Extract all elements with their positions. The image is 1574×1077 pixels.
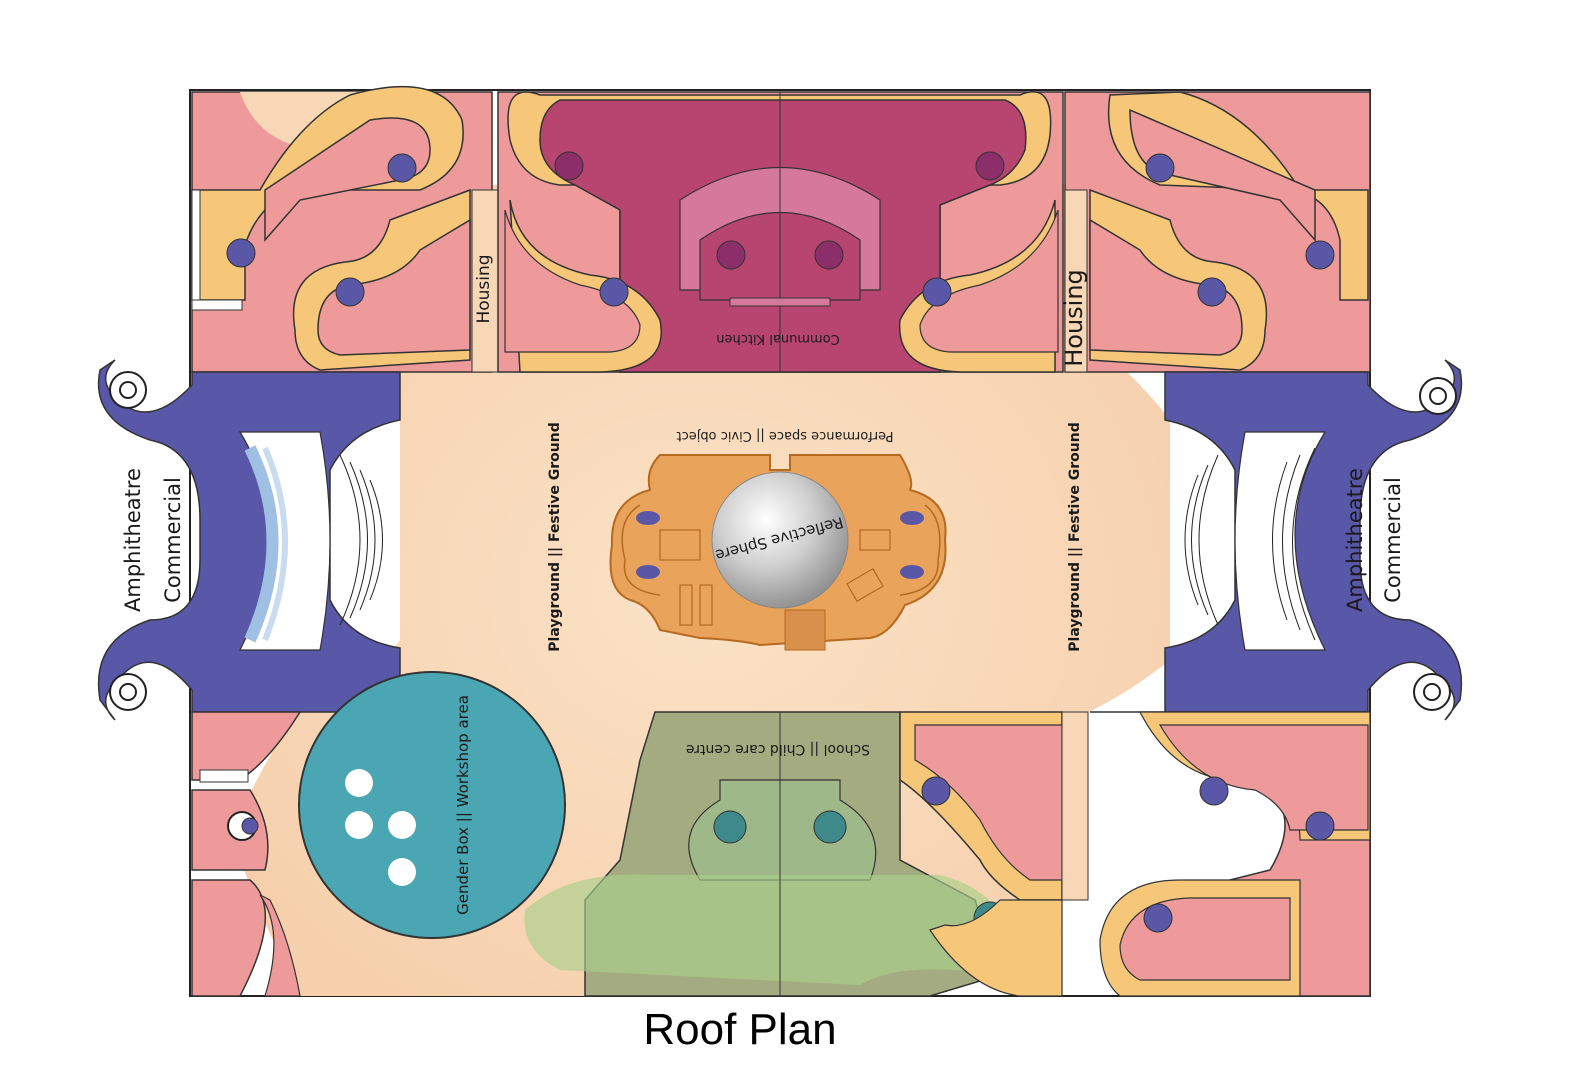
label-amphitheatre-left: Amphitheatre [121,468,145,612]
node-purple [387,153,417,183]
label-performance-space: Performance space || Civic object [676,428,893,443]
node-purple [1197,277,1227,307]
amphitheatre-right [1164,359,1463,721]
label-playground-left: Playground || Festive Ground [547,422,563,651]
node-purple [335,277,365,307]
housing-block-top-right [1064,91,1371,373]
node-purple [636,565,660,579]
node-purple [922,277,952,307]
skylight [345,811,373,839]
skylight [388,858,416,886]
amphitheatre-left [97,359,401,721]
label-commercial-right: Commercial [1381,477,1405,603]
node-purple [1305,811,1335,841]
node-purple [1305,240,1335,270]
spiral-ornament [109,371,147,409]
skylight [388,811,416,839]
node-purple [900,565,924,579]
reflective-sphere [711,471,849,609]
housing-block-top-left [191,85,499,373]
node-magenta [975,151,1005,181]
label-gender-box: Gender Box || Workshop area [454,695,472,915]
node-purple [599,277,629,307]
communal-kitchen-block [497,91,1064,373]
spiral-ornament [109,673,147,711]
label-amphitheatre-right: Amphitheatre [1343,468,1367,612]
label-housing-right: Housing [1060,269,1088,367]
civic-object [609,454,947,651]
label-school: School || Child care centre [686,741,870,757]
label-housing-left: Housing [474,254,494,323]
node-magenta [554,151,584,181]
gender-box-workshop [298,671,566,939]
spiral-ornament [1419,377,1457,415]
housing-block-bottom-right [899,711,1371,997]
node-magenta [814,240,844,270]
label-communal-kitchen: Communal Kitchen [716,331,839,346]
label-commercial-left: Commercial [161,477,185,603]
node-purple [921,776,951,806]
node-teal [713,810,747,844]
node-magenta [716,240,746,270]
spiral-ornament [1413,673,1451,711]
node-purple [226,238,256,268]
node-purple [1199,776,1229,806]
node-purple [1145,153,1175,183]
skylight [345,769,373,797]
node-purple [636,511,660,525]
label-playground-right: Playground || Festive Ground [1067,422,1083,651]
node-purple [900,511,924,525]
node-purple [1143,903,1173,933]
housing-block-bottom-left [191,711,302,997]
node-teal [813,810,847,844]
diagram-caption: Roof Plan [643,1005,837,1054]
school-child-care [524,711,1010,997]
